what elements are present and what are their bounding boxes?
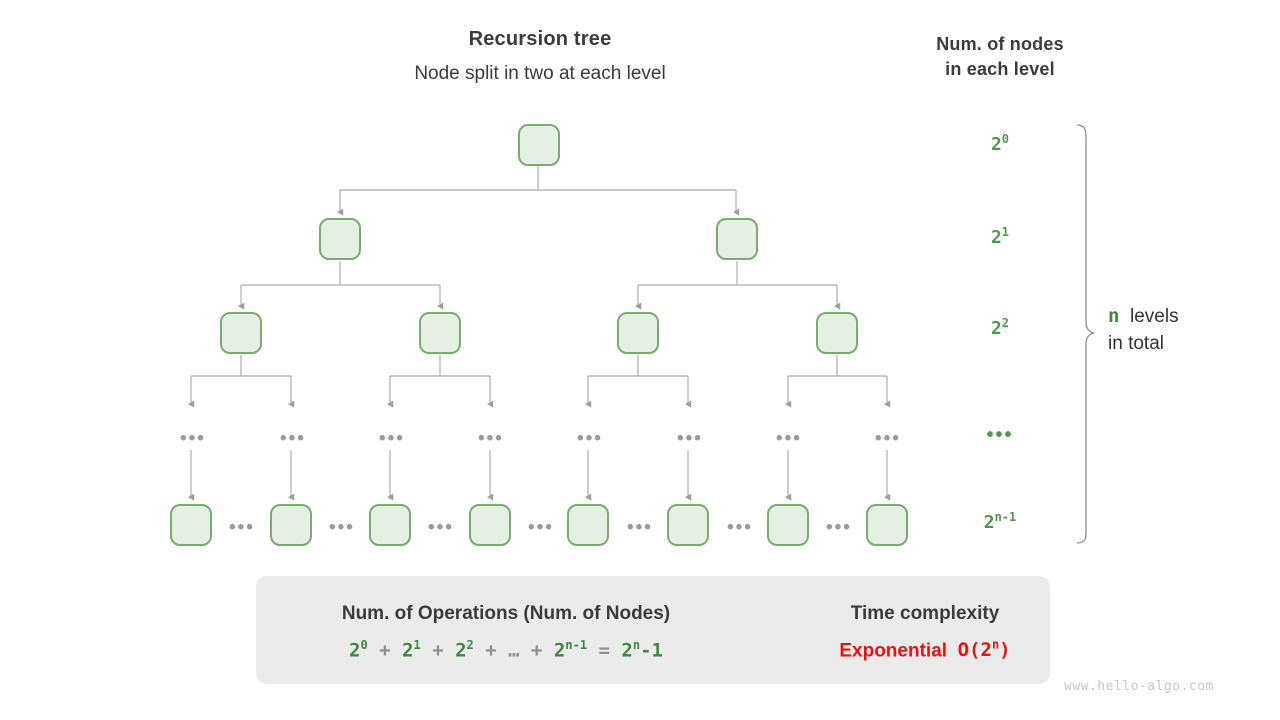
tree-ellipsis: ••• [627,517,653,538]
tree-node [170,504,212,546]
tree-ellipsis: ••• [478,428,504,449]
tree-ellipsis: ••• [229,517,255,538]
tree-node [419,312,461,354]
tree-ellipsis: ••• [875,428,901,449]
levels-word: levels [1130,306,1179,327]
n-symbol: n [1108,305,1120,327]
tree-node [866,504,908,546]
tree-ellipsis: ••• [677,428,703,449]
tree-ellipsis: ••• [280,428,306,449]
tree-node [767,504,809,546]
tree-node [617,312,659,354]
connector-lines [188,165,891,501]
level-label-1: 21 [990,225,1010,248]
level-label-last: 2n-1 [983,510,1017,533]
tree-ellipsis: ••• [379,428,405,449]
tree-ellipsis: ••• [727,517,753,538]
tree-ellipsis: ••• [528,517,554,538]
nodes-column-title: Num. of nodes in each level [880,32,1120,82]
tree-ellipsis: ••• [329,517,355,538]
operations-formula: 20 + 21 + 22 + … + 2n-1 = 2n-1 [349,638,663,662]
page-title: Recursion tree [468,28,612,50]
time-complexity-value: Exponential O(2n) [805,638,1045,662]
tree-node [220,312,262,354]
watermark: www.hello-algo.com [1064,679,1214,694]
tree-node [567,504,609,546]
tree-ellipsis: ••• [826,517,852,538]
levels-brace [1076,124,1095,544]
tree-node [369,504,411,546]
levels-total-label: n levels in total [1108,303,1268,357]
tree-node [667,504,709,546]
tree-ellipsis: ••• [180,428,206,449]
nodes-column-title-line2: in each level [945,59,1055,79]
tree-node [319,218,361,260]
tree-node [716,218,758,260]
summary-panel [256,576,1050,684]
tree-node [816,312,858,354]
time-complexity-title: Time complexity [850,603,1000,624]
level-label-ellipsis: ••• [986,424,1014,446]
level-label-0: 20 [990,132,1010,155]
page-subtitle: Node split in two at each level [414,63,666,84]
tree-ellipsis: ••• [776,428,802,449]
tree-ellipsis: ••• [577,428,603,449]
level-label-2: 22 [990,316,1010,339]
tree-node [518,124,560,166]
in-total-word: in total [1108,333,1164,354]
tree-nodes [170,124,908,546]
tree-node [469,504,511,546]
complexity-label: Exponential [839,640,948,662]
operations-title: Num. of Operations (Num. of Nodes) [341,603,671,624]
big-o-notation: O(2n) [957,638,1011,662]
nodes-column-title-line1: Num. of nodes [936,34,1064,54]
tree-ellipsis: ••• [428,517,454,538]
tree-node [270,504,312,546]
